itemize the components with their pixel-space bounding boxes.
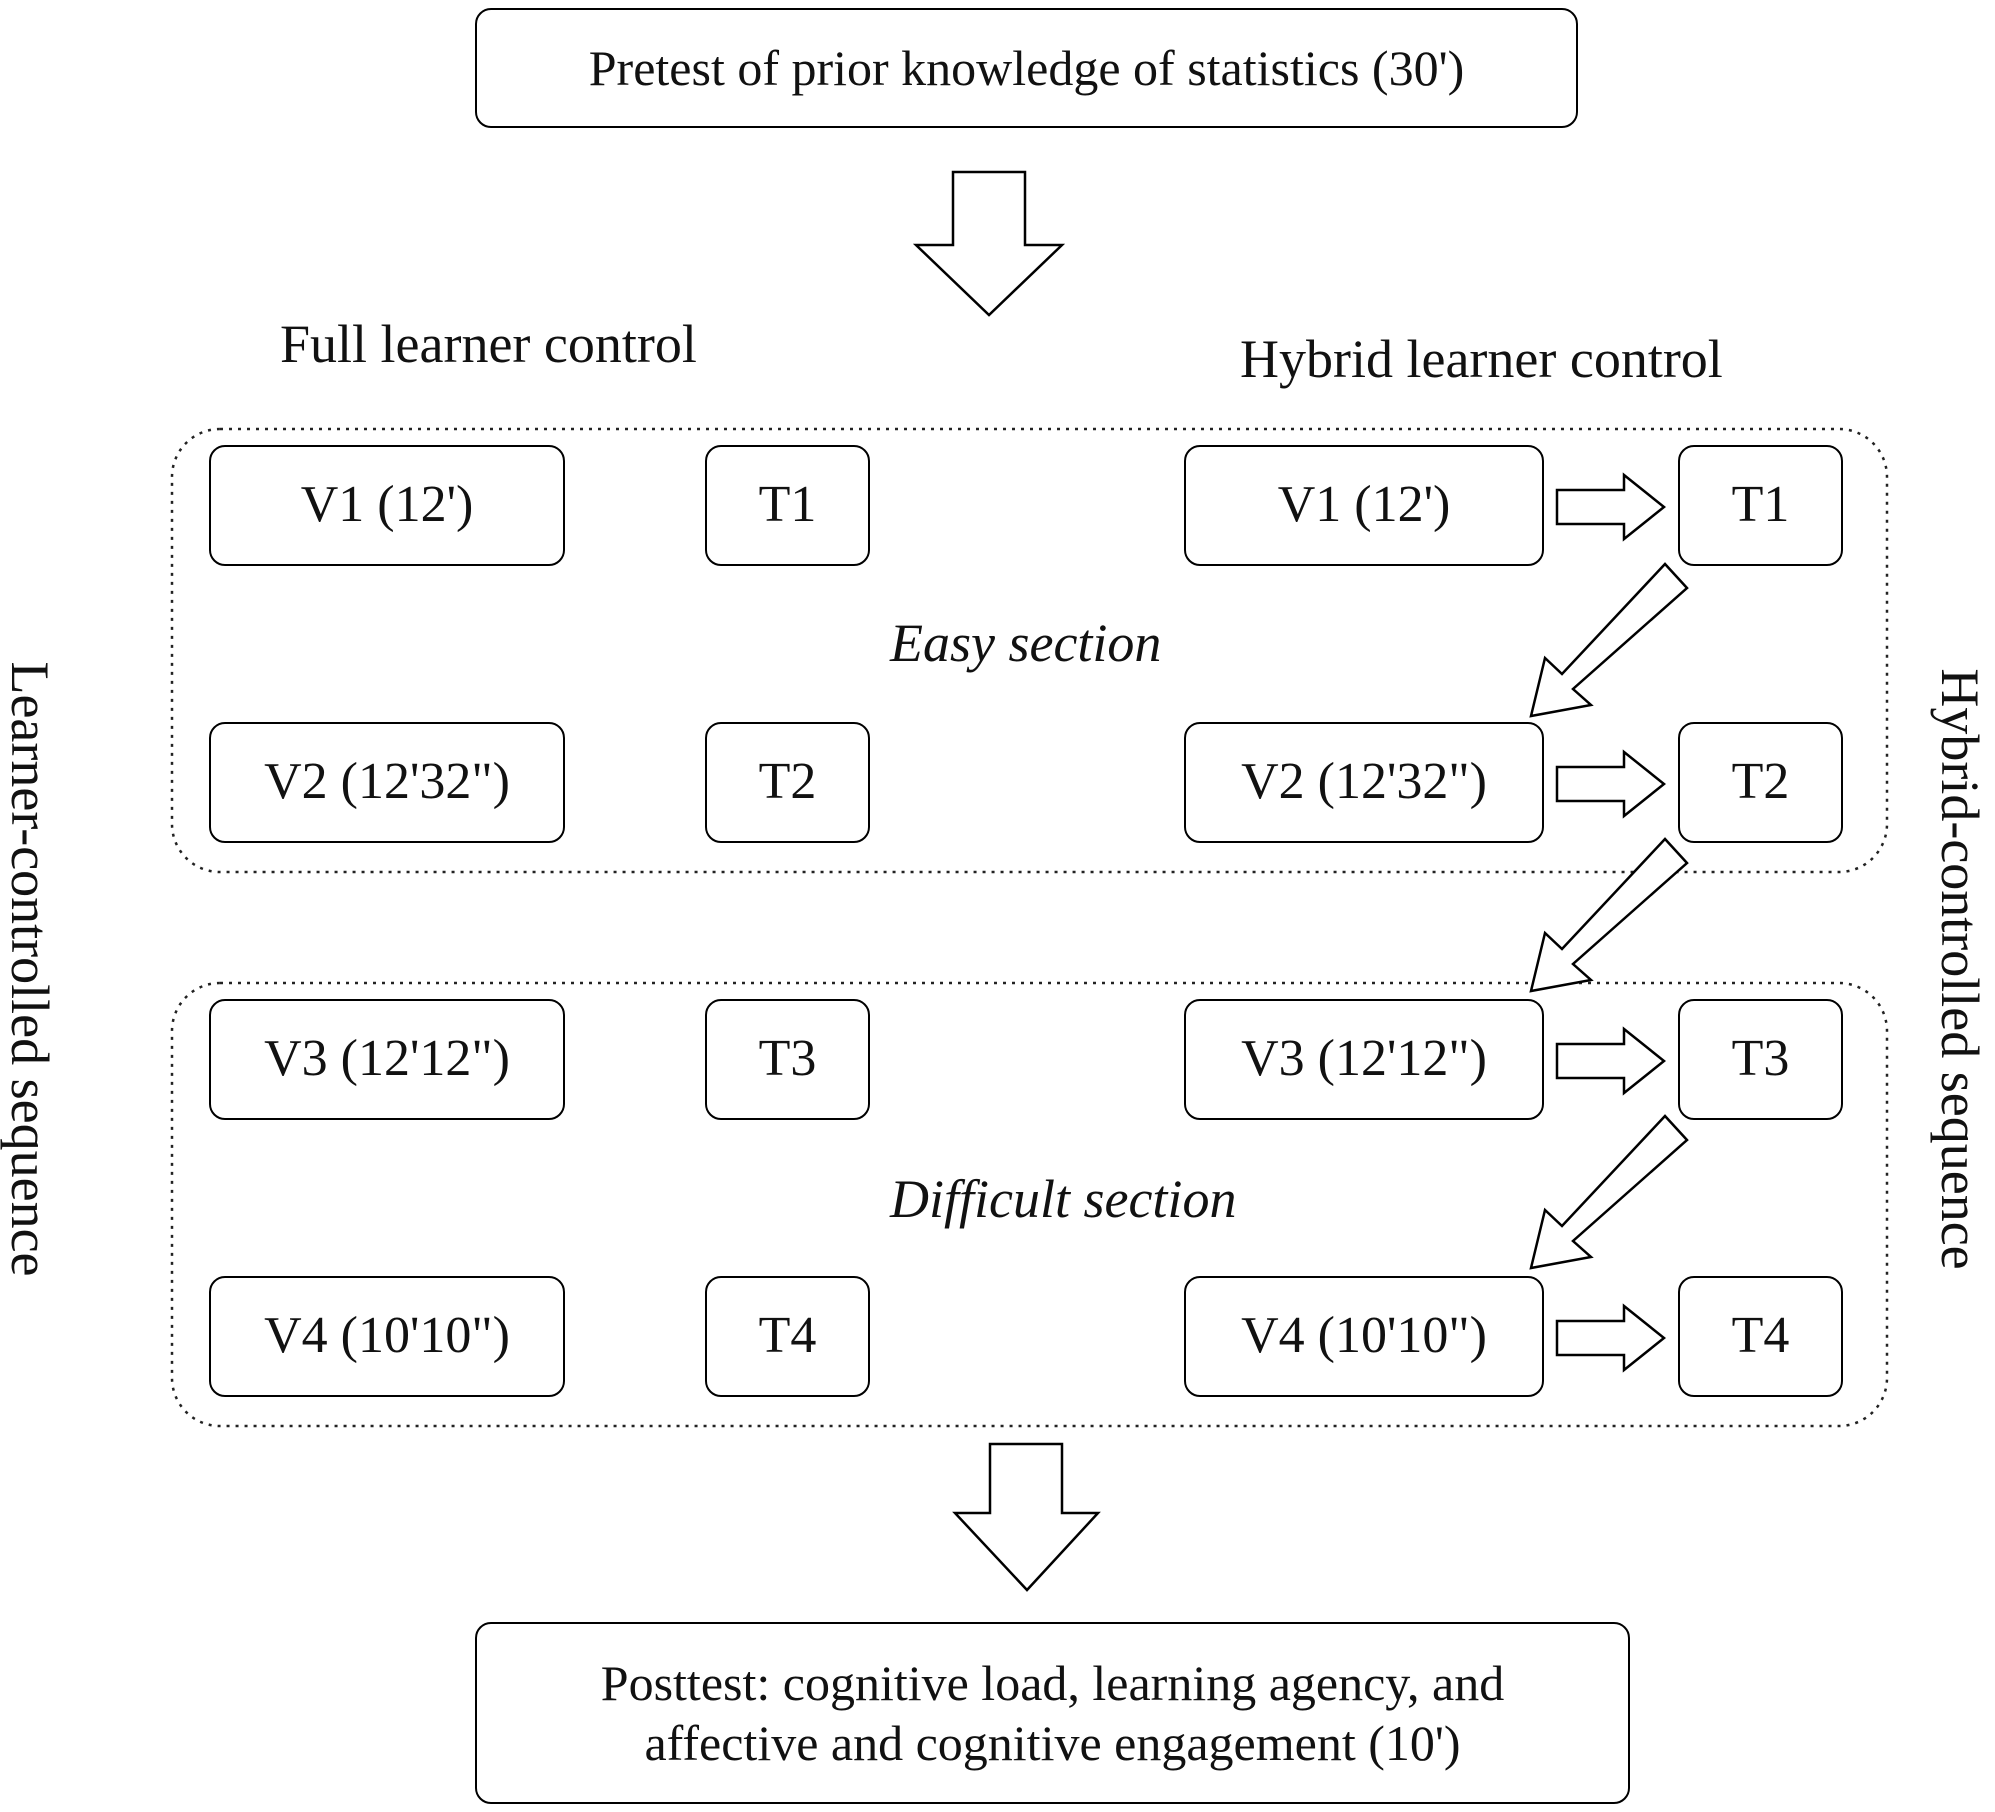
arrow-v4-t4 — [1555, 1303, 1667, 1373]
hybrid-test-label-1: T1 — [1731, 476, 1790, 534]
full-video-box-4: V4 (10'10") — [209, 1276, 565, 1397]
full-test-box-1: T1 — [705, 445, 870, 566]
full-video-box-3: V3 (12'12") — [209, 999, 565, 1120]
diag-arrow-t2-v3 — [1529, 837, 1689, 993]
hybrid-video-label-2: V2 (12'32") — [1241, 753, 1487, 811]
pretest-box: Pretest of prior knowledge of statistics… — [475, 8, 1578, 128]
full-learner-control-heading: Full learner control — [280, 314, 697, 374]
posttest-box: Posttest: cognitive load, learning agenc… — [475, 1622, 1630, 1804]
full-video-label-1: V1 (12') — [300, 476, 474, 534]
pretest-text: Pretest of prior knowledge of statistics… — [588, 40, 1465, 96]
hybrid-video-box-3: V3 (12'12") — [1184, 999, 1544, 1120]
hybrid-video-box-1: V1 (12') — [1184, 445, 1544, 566]
full-video-label-3: V3 (12'12") — [264, 1030, 510, 1088]
hybrid-test-label-2: T2 — [1731, 753, 1790, 811]
hybrid-test-box-3: T3 — [1678, 999, 1843, 1120]
difficult-section-label: Difficult section — [890, 1169, 1237, 1229]
full-video-box-2: V2 (12'32") — [209, 722, 565, 843]
full-test-label-2: T2 — [758, 753, 817, 811]
arrow-v3-t3 — [1555, 1026, 1667, 1096]
full-video-label-4: V4 (10'10") — [264, 1307, 510, 1365]
full-video-label-2: V2 (12'32") — [264, 753, 510, 811]
full-test-box-3: T3 — [705, 999, 870, 1120]
easy-section-label: Easy section — [890, 613, 1162, 673]
diag-arrow-t1-v2 — [1529, 562, 1689, 718]
arrow-v2-t2 — [1555, 749, 1667, 819]
easy-section-frame — [170, 427, 1889, 874]
hybrid-learner-control-heading: Hybrid learner control — [1240, 329, 1723, 389]
hybrid-video-label-1: V1 (12') — [1277, 476, 1451, 534]
posttest-line-2: affective and cognitive engagement (10') — [644, 1715, 1461, 1771]
full-test-label-3: T3 — [758, 1030, 817, 1088]
hybrid-video-box-2: V2 (12'32") — [1184, 722, 1544, 843]
full-test-label-4: T4 — [758, 1307, 817, 1365]
hybrid-test-label-4: T4 — [1731, 1307, 1790, 1365]
posttest-line-1: Posttest: cognitive load, learning agenc… — [600, 1655, 1505, 1711]
down-arrow-bottom — [952, 1442, 1101, 1592]
diag-arrow-t3-v4 — [1529, 1114, 1689, 1270]
hybrid-test-box-2: T2 — [1678, 722, 1843, 843]
hybrid-video-label-4: V4 (10'10") — [1241, 1307, 1487, 1365]
hybrid-video-label-3: V3 (12'12") — [1241, 1030, 1487, 1088]
hybrid-controlled-sequence-label: Hybrid-controlled sequence — [1930, 668, 1990, 1270]
learner-controlled-sequence-label: Learner-controlled sequence — [0, 661, 60, 1277]
hybrid-test-box-4: T4 — [1678, 1276, 1843, 1397]
down-arrow-top — [912, 170, 1066, 317]
full-test-label-1: T1 — [758, 476, 817, 534]
difficult-section-frame — [170, 981, 1889, 1428]
full-video-box-1: V1 (12') — [209, 445, 565, 566]
arrow-v1-t1 — [1555, 472, 1667, 542]
hybrid-test-label-3: T3 — [1731, 1030, 1790, 1088]
full-test-box-2: T2 — [705, 722, 870, 843]
full-test-box-4: T4 — [705, 1276, 870, 1397]
hybrid-video-box-4: V4 (10'10") — [1184, 1276, 1544, 1397]
hybrid-test-box-1: T1 — [1678, 445, 1843, 566]
